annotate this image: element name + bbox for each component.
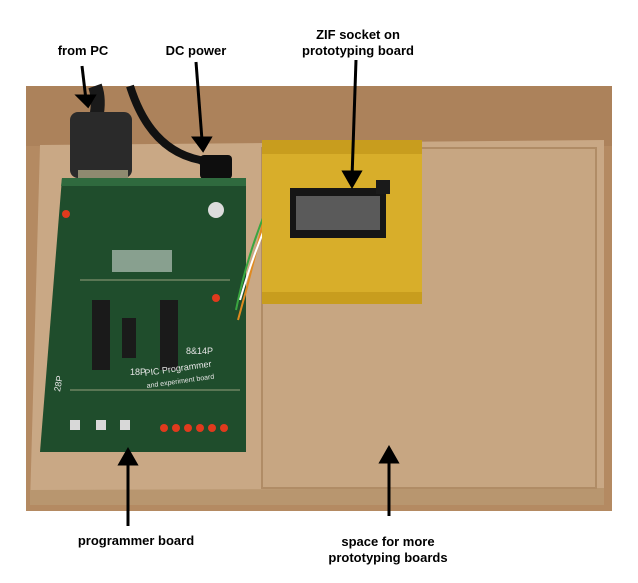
pcb-8-14p: 8&14P: [186, 346, 213, 356]
callout-arrows: [74, 59, 400, 526]
arrow-from-pc: [80, 65, 88, 101]
label-zif-line1: ZIF socket on: [316, 27, 400, 42]
prototyping-breadboard: [262, 140, 422, 304]
label-from-pc: from PC: [57, 43, 109, 58]
pcb-28p: 28P: [52, 375, 65, 393]
arrow-dc-power: [194, 61, 204, 141]
pcb-18p: 18P: [130, 367, 146, 377]
label-space-line2: prototyping boards: [328, 550, 448, 565]
power-jack: [200, 155, 232, 179]
arrow-zif: [350, 59, 358, 179]
label-space-line1: space for more: [341, 534, 435, 549]
serial-connector: [70, 112, 132, 178]
label-space: space for more prototyping boards: [318, 534, 458, 566]
label-dc-power: DC power: [165, 43, 227, 58]
power-cable: [126, 84, 222, 174]
label-zif-line2: prototyping board: [302, 43, 414, 58]
label-zif-socket: ZIF socket on prototyping board: [288, 27, 428, 59]
programmer-pcb: PIC Programmer and experiment board 18P …: [40, 178, 246, 452]
label-programmer-board: programmer board: [77, 533, 195, 548]
